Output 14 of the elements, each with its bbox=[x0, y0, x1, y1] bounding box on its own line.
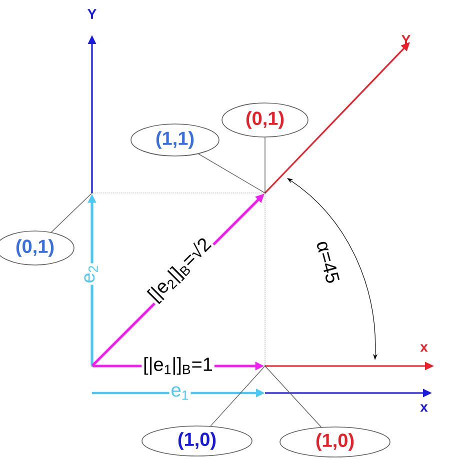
leader-line bbox=[198, 154, 265, 193]
guide-line bbox=[92, 192, 265, 194]
edge-label: e$_{2}$ bbox=[82, 263, 100, 285]
vector-label: e$_{1}$ bbox=[169, 384, 191, 402]
axis-label: x bbox=[420, 404, 428, 412]
axis-label: x bbox=[420, 344, 428, 352]
guide-line bbox=[264, 193, 266, 366]
angle-label: α=45 bbox=[314, 238, 342, 286]
leader-line bbox=[51, 193, 92, 233]
edge-label: [|e$_{1}$|]$_{B}$=1 bbox=[142, 356, 214, 376]
leader-line bbox=[265, 366, 322, 428]
leader-line bbox=[264, 137, 266, 193]
leader-line bbox=[210, 366, 265, 426]
axis-label: Y bbox=[88, 9, 96, 19]
